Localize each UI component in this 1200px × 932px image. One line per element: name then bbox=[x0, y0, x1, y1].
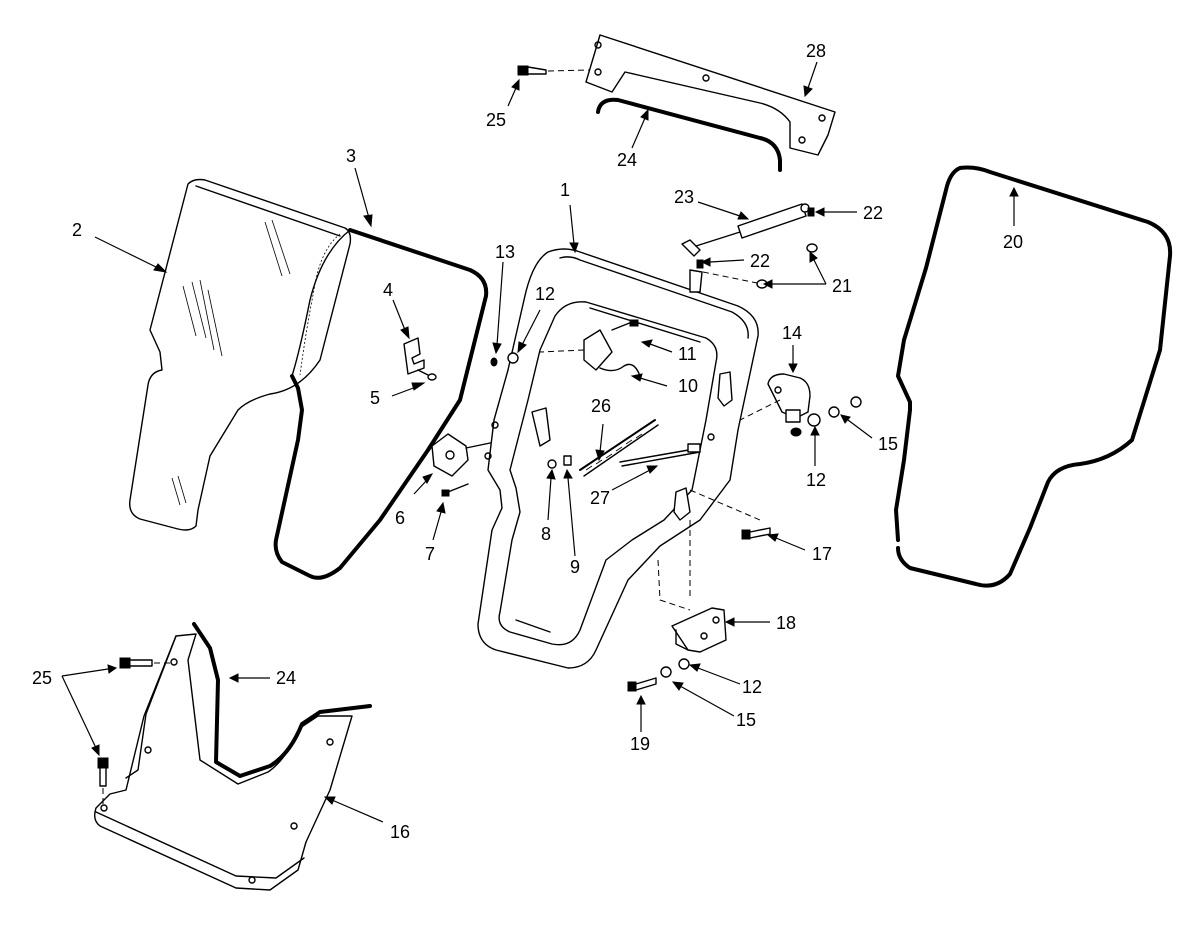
callout-25-lower: 25 bbox=[32, 668, 52, 688]
top-bracket-part bbox=[585, 34, 836, 156]
glass-panel-part bbox=[129, 178, 352, 531]
strut-washer-part bbox=[806, 243, 818, 253]
top-seal-part bbox=[596, 97, 782, 172]
clip-screw-part bbox=[417, 369, 437, 381]
callout-2: 2 bbox=[72, 220, 82, 240]
callout-12-upper-left: 12 bbox=[535, 284, 555, 304]
callout-24-lower: 24 bbox=[276, 668, 296, 688]
top-bolt-part bbox=[517, 65, 591, 76]
callout-20: 20 bbox=[1003, 232, 1023, 252]
motor-lockwasher-part bbox=[828, 406, 840, 418]
hinge-screw-part bbox=[441, 483, 469, 497]
callout-27: 27 bbox=[590, 488, 610, 508]
callout-17: 17 bbox=[812, 544, 832, 564]
bushing-part bbox=[490, 357, 498, 367]
callout-24-top: 24 bbox=[617, 150, 637, 170]
callout-4: 4 bbox=[383, 280, 393, 300]
callout-22-left: 22 bbox=[750, 251, 770, 271]
lower-bolt-part-vertical bbox=[97, 757, 109, 806]
lower-bolt-part bbox=[119, 657, 170, 669]
callout-1: 1 bbox=[560, 180, 570, 200]
callout-6: 6 bbox=[395, 508, 405, 528]
wiper-blade-part bbox=[579, 419, 659, 477]
callout-26: 26 bbox=[591, 396, 611, 416]
callout-9: 9 bbox=[570, 557, 580, 577]
callout-28: 28 bbox=[806, 41, 826, 61]
callout-22-right: 22 bbox=[863, 203, 883, 223]
callout-12-hinge: 12 bbox=[742, 677, 762, 697]
hinge-lockwasher-part bbox=[660, 666, 672, 678]
latch-assembly-part bbox=[539, 319, 641, 377]
motor-washer-part bbox=[807, 413, 821, 427]
washer-part bbox=[507, 352, 519, 364]
callout-15-motor: 15 bbox=[878, 434, 898, 454]
callout-16: 16 bbox=[390, 822, 410, 842]
callout-15-hinge: 15 bbox=[736, 710, 756, 730]
callout-13: 13 bbox=[495, 242, 515, 262]
callout-10: 10 bbox=[678, 376, 698, 396]
door-frame-part bbox=[477, 248, 759, 669]
lower-bracket-part bbox=[93, 633, 353, 891]
gas-strut-part bbox=[681, 203, 810, 257]
callout-19: 19 bbox=[630, 734, 650, 754]
wiper-arm-part bbox=[619, 443, 701, 467]
leader-lines bbox=[61, 61, 1019, 823]
door-hinge-part bbox=[657, 520, 727, 653]
callout-21: 21 bbox=[832, 276, 852, 296]
callout-14: 14 bbox=[782, 323, 802, 343]
callout-labels: 1 2 3 4 5 6 7 8 9 10 11 12 12 12 13 14 1… bbox=[32, 41, 1023, 842]
hinge-plate-part bbox=[431, 433, 502, 477]
wiper-motor-part bbox=[739, 373, 811, 437]
callout-25-top: 25 bbox=[486, 110, 506, 130]
hinge-washer-part bbox=[678, 658, 690, 670]
door-seal-part bbox=[894, 165, 1173, 588]
spacer-part bbox=[563, 455, 572, 466]
clip-part bbox=[403, 337, 425, 375]
strut-pin-part bbox=[696, 259, 704, 269]
callout-8: 8 bbox=[541, 524, 551, 544]
callout-3: 3 bbox=[346, 146, 356, 166]
lower-seal-part bbox=[192, 622, 372, 778]
hinge-lower-bolt-part bbox=[627, 677, 657, 692]
callout-7: 7 bbox=[425, 544, 435, 564]
nut-part bbox=[547, 459, 557, 469]
callout-18: 18 bbox=[776, 613, 796, 633]
callout-11: 11 bbox=[678, 344, 697, 364]
callout-23: 23 bbox=[674, 187, 694, 207]
panel-seal-part bbox=[273, 228, 489, 580]
callout-5: 5 bbox=[370, 388, 380, 408]
hinge-bolt-part bbox=[741, 527, 771, 540]
motor-nut-part bbox=[850, 396, 862, 408]
callout-12-motor: 12 bbox=[806, 470, 826, 490]
strut-pin-part-upper bbox=[807, 207, 815, 217]
